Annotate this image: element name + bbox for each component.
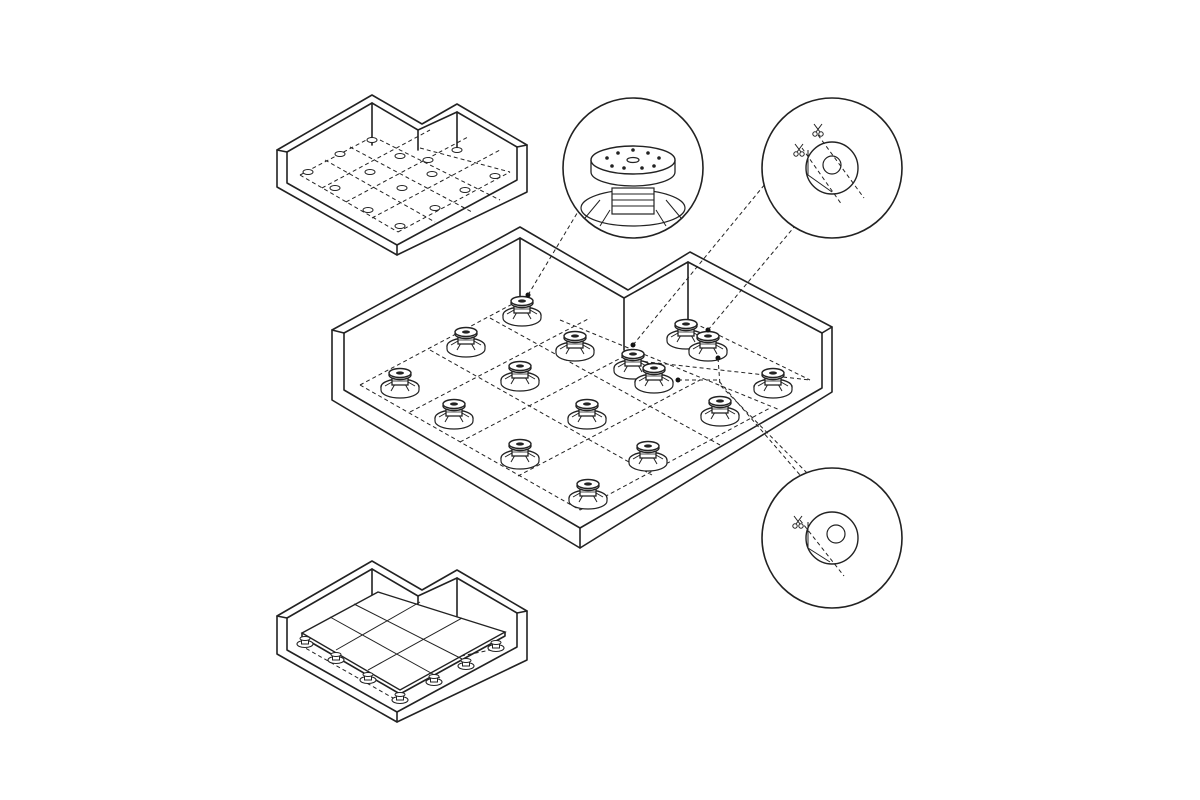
callout-pedestal-detail	[562, 97, 704, 239]
tiles	[296, 591, 507, 705]
panel-after	[276, 560, 528, 723]
panel-before	[276, 94, 528, 256]
pedestal-head-icon	[580, 145, 686, 227]
panel-main	[331, 226, 833, 549]
callout-cut-edge-detail	[761, 467, 903, 609]
callout-cut-corner-detail	[761, 97, 903, 239]
callout-leaders	[527, 177, 813, 479]
